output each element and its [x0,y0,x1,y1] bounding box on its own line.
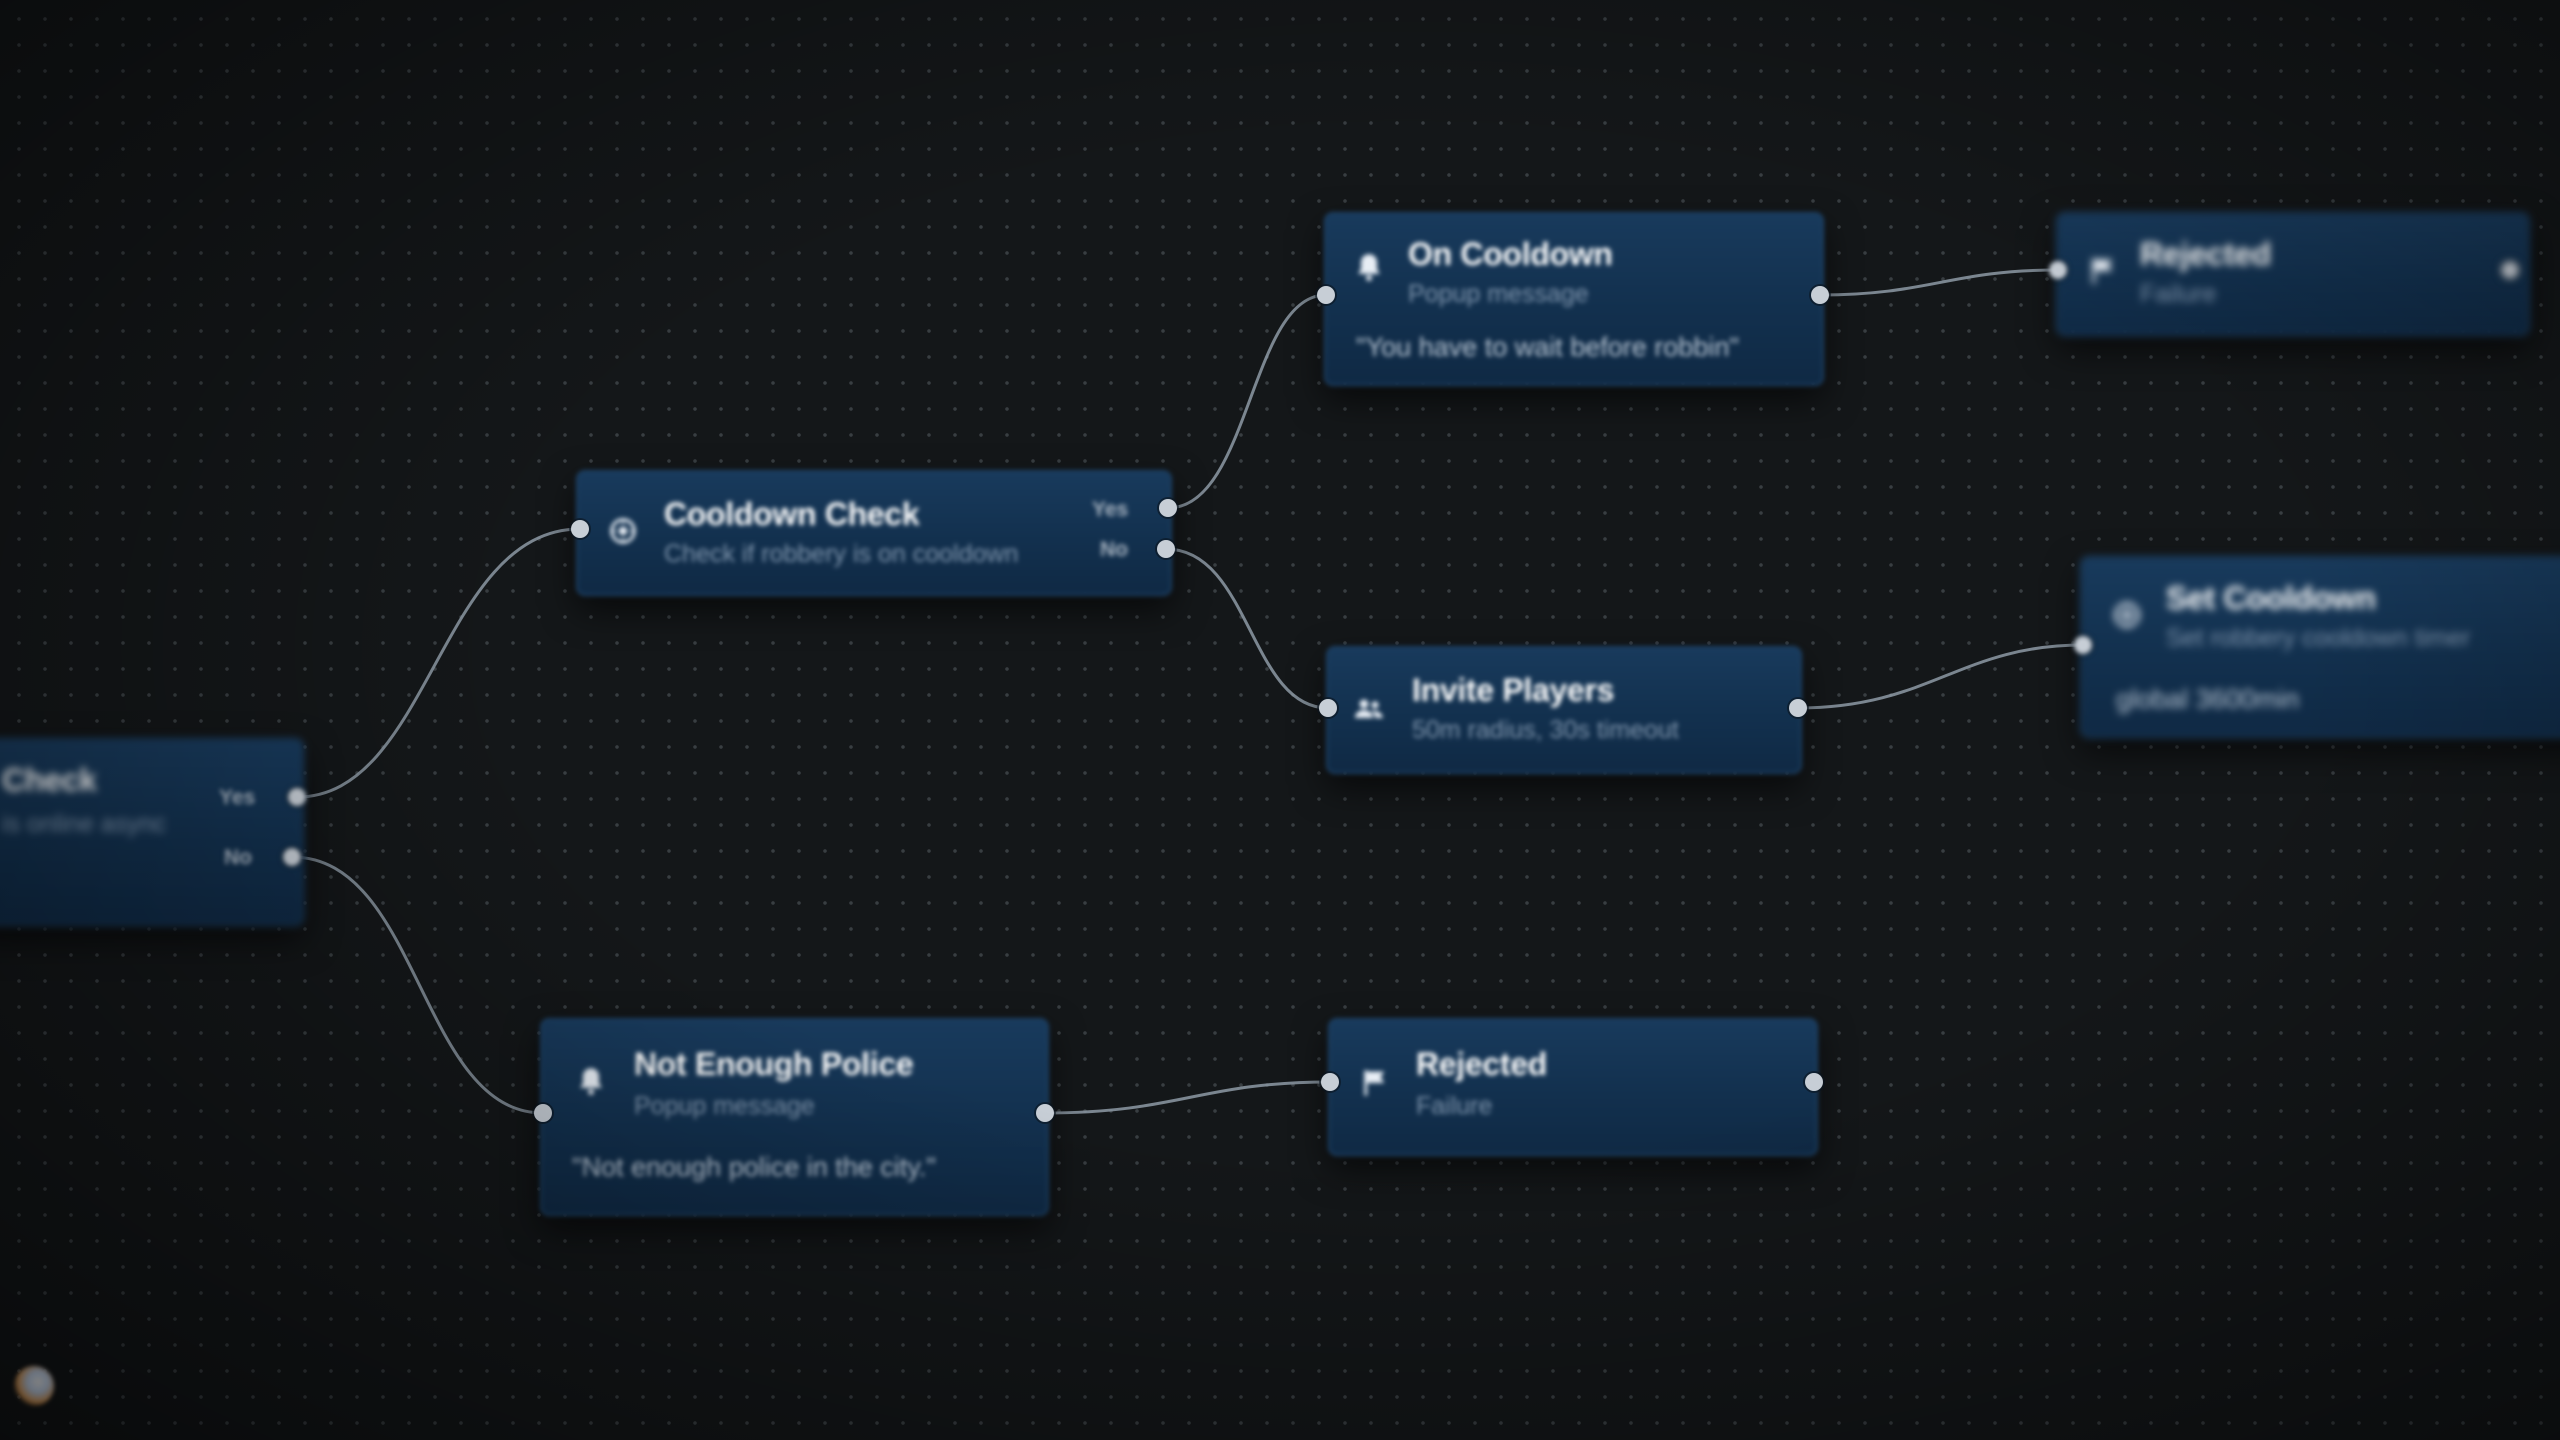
node-title: On Cooldown [1408,236,1613,272]
not-enough-police-output-port[interactable] [1036,1104,1054,1122]
rejected-top-output-port[interactable] [2501,261,2519,279]
users-icon [1354,694,1384,724]
check-yes-port[interactable] [288,788,306,806]
cooldown-check-input-port[interactable] [571,520,589,538]
rejected-bottom-input-port[interactable] [1321,1073,1339,1091]
check-node[interactable]: Check is online async [0,738,304,926]
gear-icon [2112,600,2142,630]
cooldown-check-no-port[interactable] [1157,540,1175,558]
node-subtitle: Failure [2140,280,2217,308]
node-subtitle: is online async [2,810,166,838]
node-subtitle: Check if robbery is on cooldown [664,540,1019,568]
node-title: Check [2,762,97,798]
cooldown-check-node[interactable]: Cooldown Check Check if robbery is on co… [576,470,1172,596]
no-port-label: No [1100,538,1128,561]
cooldown-check-yes-port[interactable] [1159,499,1177,517]
yes-port-label: Yes [219,786,256,809]
rejected-bottom-node[interactable]: Rejected Failure [1328,1018,1818,1156]
wire-check-yes-to-cooldown-check[interactable] [296,527,581,799]
popup-message-text: "You have to wait before robbin" [1356,332,1739,362]
node-title: Set Cooldown [2166,580,2376,616]
wire-cooldown-yes-to-on-cooldown[interactable] [1167,293,1327,510]
node-subtitle: Set robbery cooldown timer [2166,624,2471,652]
not-enough-police-input-port[interactable] [534,1104,552,1122]
rejected-bottom-output-port[interactable] [1805,1073,1823,1091]
wire-invite-to-set-cooldown[interactable] [1797,643,2084,710]
wire-check-no-to-not-enough-police[interactable] [291,855,544,1115]
wire-cooldown-no-to-invite-players[interactable] [1165,547,1329,710]
set-cooldown-node[interactable]: Set Cooldown Set robbery cooldown timer … [2080,556,2560,738]
flag-icon [1360,1068,1390,1098]
node-title: Rejected [2140,236,2271,272]
node-title: Cooldown Check [664,496,920,532]
node-subtitle: Failure [1416,1092,1493,1120]
bell-icon [1354,252,1384,282]
wire-on-cooldown-to-rejected[interactable] [1819,268,2059,297]
node-title: Not Enough Police [634,1046,914,1082]
cooldown-value-text: global 3600min [2116,684,2300,714]
on-cooldown-input-port[interactable] [1317,286,1335,304]
invite-players-output-port[interactable] [1789,699,1807,717]
popup-message-text: "Not enough police in the city." [572,1152,936,1182]
not-enough-police-node[interactable]: Not Enough Police Popup message "Not eno… [540,1018,1049,1216]
corner-orb-icon [14,1366,54,1406]
gear-icon [608,516,638,546]
node-subtitle: Popup message [634,1092,815,1120]
invite-players-node[interactable]: Invite Players 50m radius, 30s timeout [1326,646,1802,774]
on-cooldown-output-port[interactable] [1811,286,1829,304]
rejected-top-input-port[interactable] [2049,261,2067,279]
no-port-label: No [224,846,252,869]
yes-port-label: Yes [1092,498,1129,521]
node-title: Rejected [1416,1046,1547,1082]
flag-icon [2088,256,2118,286]
set-cooldown-input-port[interactable] [2074,636,2092,654]
rejected-top-node[interactable]: Rejected Failure [2056,212,2530,336]
check-no-port[interactable] [283,848,301,866]
invite-players-input-port[interactable] [1319,699,1337,717]
bell-icon [576,1066,606,1096]
node-subtitle: Popup message [1408,280,1589,308]
wire-not-enough-police-to-rejected[interactable] [1044,1080,1331,1115]
node-title: Invite Players [1412,672,1615,708]
node-subtitle: 50m radius, 30s timeout [1412,716,1679,744]
on-cooldown-node[interactable]: On Cooldown Popup message "You have to w… [1324,212,1824,386]
